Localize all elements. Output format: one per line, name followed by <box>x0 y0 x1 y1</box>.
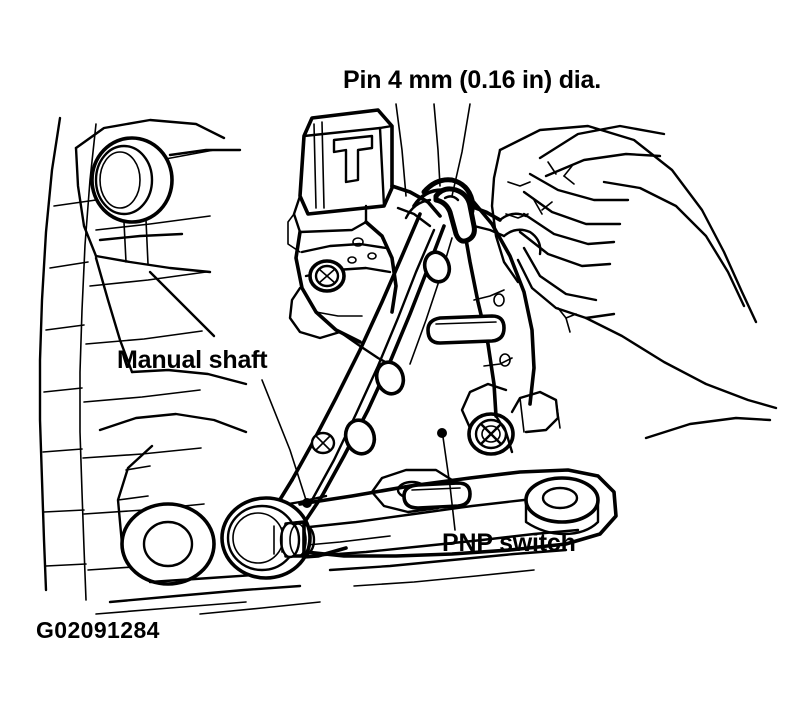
manual-control-lever <box>266 177 536 560</box>
callout-pnp-switch-label: PNP switch <box>442 529 576 557</box>
switch-screw-lower <box>288 259 346 340</box>
leader-pin <box>395 103 471 197</box>
callout-pin-label: Pin 4 mm (0.16 in) dia. <box>343 66 601 94</box>
leader-lines <box>261 103 471 531</box>
callout-manual-shaft-label: Manual shaft <box>117 346 268 374</box>
alignment-pin <box>433 186 506 244</box>
leader-pnp-switch <box>437 428 456 531</box>
figure-id-label: G02091284 <box>36 617 160 643</box>
manual-shaft <box>220 496 316 580</box>
mounting-bracket <box>295 468 618 587</box>
transmission-case <box>38 116 321 615</box>
pnp-switch-body <box>287 108 561 456</box>
technician-hand <box>490 124 778 440</box>
leader-manual-shaft <box>261 379 312 508</box>
electrical-connector <box>287 108 394 253</box>
